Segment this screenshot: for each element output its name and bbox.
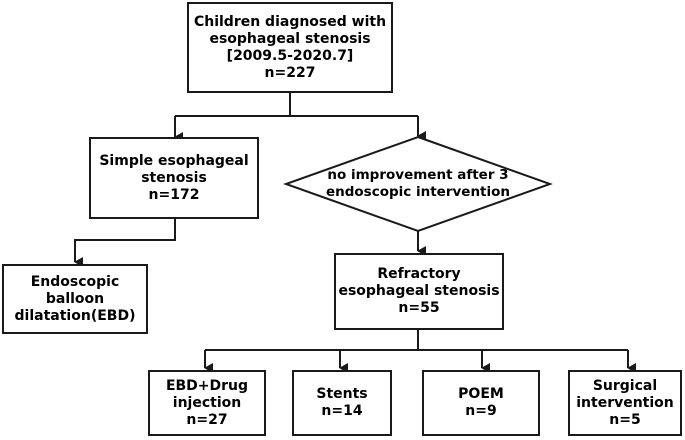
poem-line-2: n=9 [465,403,497,419]
stents-line-1: Stents [316,386,368,402]
simple-line-3: n=172 [148,186,200,203]
ebd-box: Endoscopic balloon dilatation(EBD) [2,264,148,334]
simple-line-2: stenosis [141,169,207,186]
ebd-line-2: balloon [45,290,105,307]
drug-line-3: n=27 [186,411,228,428]
surgical-line-3: n=5 [609,411,641,428]
ebd-line-1: Endoscopic [30,273,120,290]
surgical-line-2: intervention [576,394,674,411]
root-line-1: Children diagnosed with [193,13,387,30]
simple-line-1: Simple esophageal [99,152,249,169]
drug-injection-box: EBD+Drug injection n=27 [148,370,266,436]
arrow-to-ebd [74,219,176,267]
drug-line-2: injection [172,394,242,411]
stents-box: Stents n=14 [292,370,392,436]
root-line-4: n=227 [264,64,316,81]
surgical-intervention-box: Surgical intervention n=5 [568,370,682,436]
drug-line-1: EBD+Drug [165,377,249,394]
decision-line-1: no improvement after 3 [327,167,509,183]
root-line-3: [2009.5-2020.7] [226,47,354,64]
decision-diamond-shape [283,135,553,233]
refractory-line-2: esophageal stenosis [338,283,500,299]
refractory-line-3: n=55 [398,300,440,316]
decision-diamond-label: no improvement after 3 endoscopic interv… [296,164,540,204]
decision-line-2: endoscopic intervention [325,184,511,200]
simple-stenosis-box: Simple esophageal stenosis n=172 [89,137,259,219]
root-line-2: esophageal stenosis [209,30,371,47]
poem-line-1: POEM [458,386,504,402]
surgical-line-1: Surgical [592,377,658,394]
ebd-line-3: dilatation(EBD) [14,307,136,324]
root-box: Children diagnosed with esophageal steno… [187,2,393,93]
poem-box: POEM n=9 [422,370,540,436]
refractory-box: Refractory esophageal stenosis n=55 [334,253,504,330]
stents-line-2: n=14 [321,403,363,419]
refractory-line-1: Refractory [377,266,461,282]
